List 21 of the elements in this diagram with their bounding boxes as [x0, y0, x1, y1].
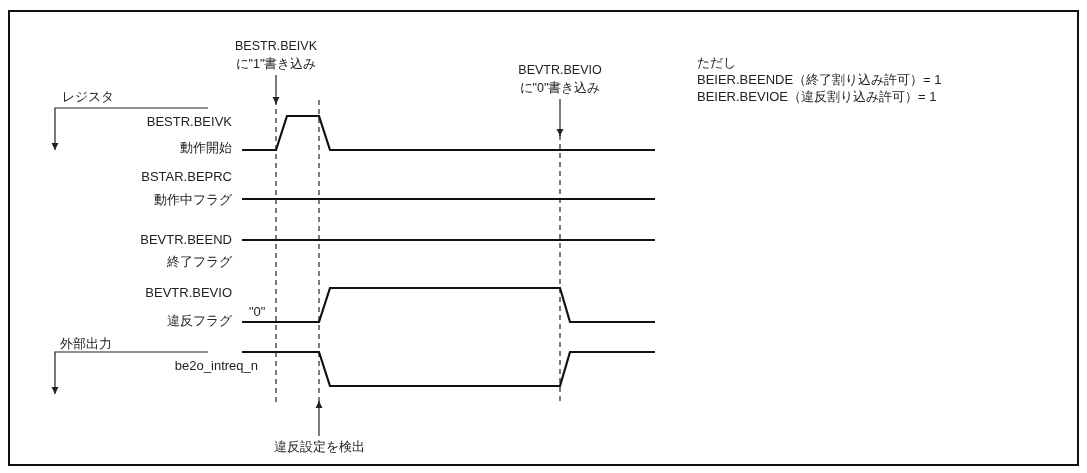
- note-text: ただし: [697, 54, 736, 72]
- signal-name: BEVTR.BEVIO: [145, 284, 232, 302]
- signal-description: 動作中フラグ: [154, 191, 232, 209]
- annotation-text: BESTR.BEIVK に"1"書き込み: [216, 37, 336, 73]
- annotation-text: 違反設定を検出: [244, 438, 394, 456]
- signal-description: 終了フラグ: [167, 253, 232, 271]
- signal-description: 違反フラグ: [167, 312, 232, 330]
- signal-name: BEVTR.BEEND: [140, 231, 232, 249]
- signal-description: 動作開始: [180, 139, 232, 157]
- arrow: [315, 400, 323, 437]
- group-label: 外部出力: [60, 335, 112, 353]
- arrow: [272, 74, 280, 105]
- arrow: [556, 98, 564, 137]
- note-text: BEIER.BEVIOE（違反割り込み許可）= 1: [697, 88, 937, 106]
- group-label: レジスタ: [62, 88, 114, 106]
- signal-name: BESTR.BEIVK: [146, 113, 232, 131]
- signal-name: BSTAR.BEPRC: [141, 168, 232, 186]
- note-text: BEIER.BEENDE（終了割り込み許可）= 1: [697, 71, 942, 89]
- annotation-text: BEVTR.BEVIO に"0"書き込み: [500, 61, 620, 97]
- signal-name: be2o_intreq_n: [174, 357, 258, 375]
- value-label: "0": [249, 303, 266, 321]
